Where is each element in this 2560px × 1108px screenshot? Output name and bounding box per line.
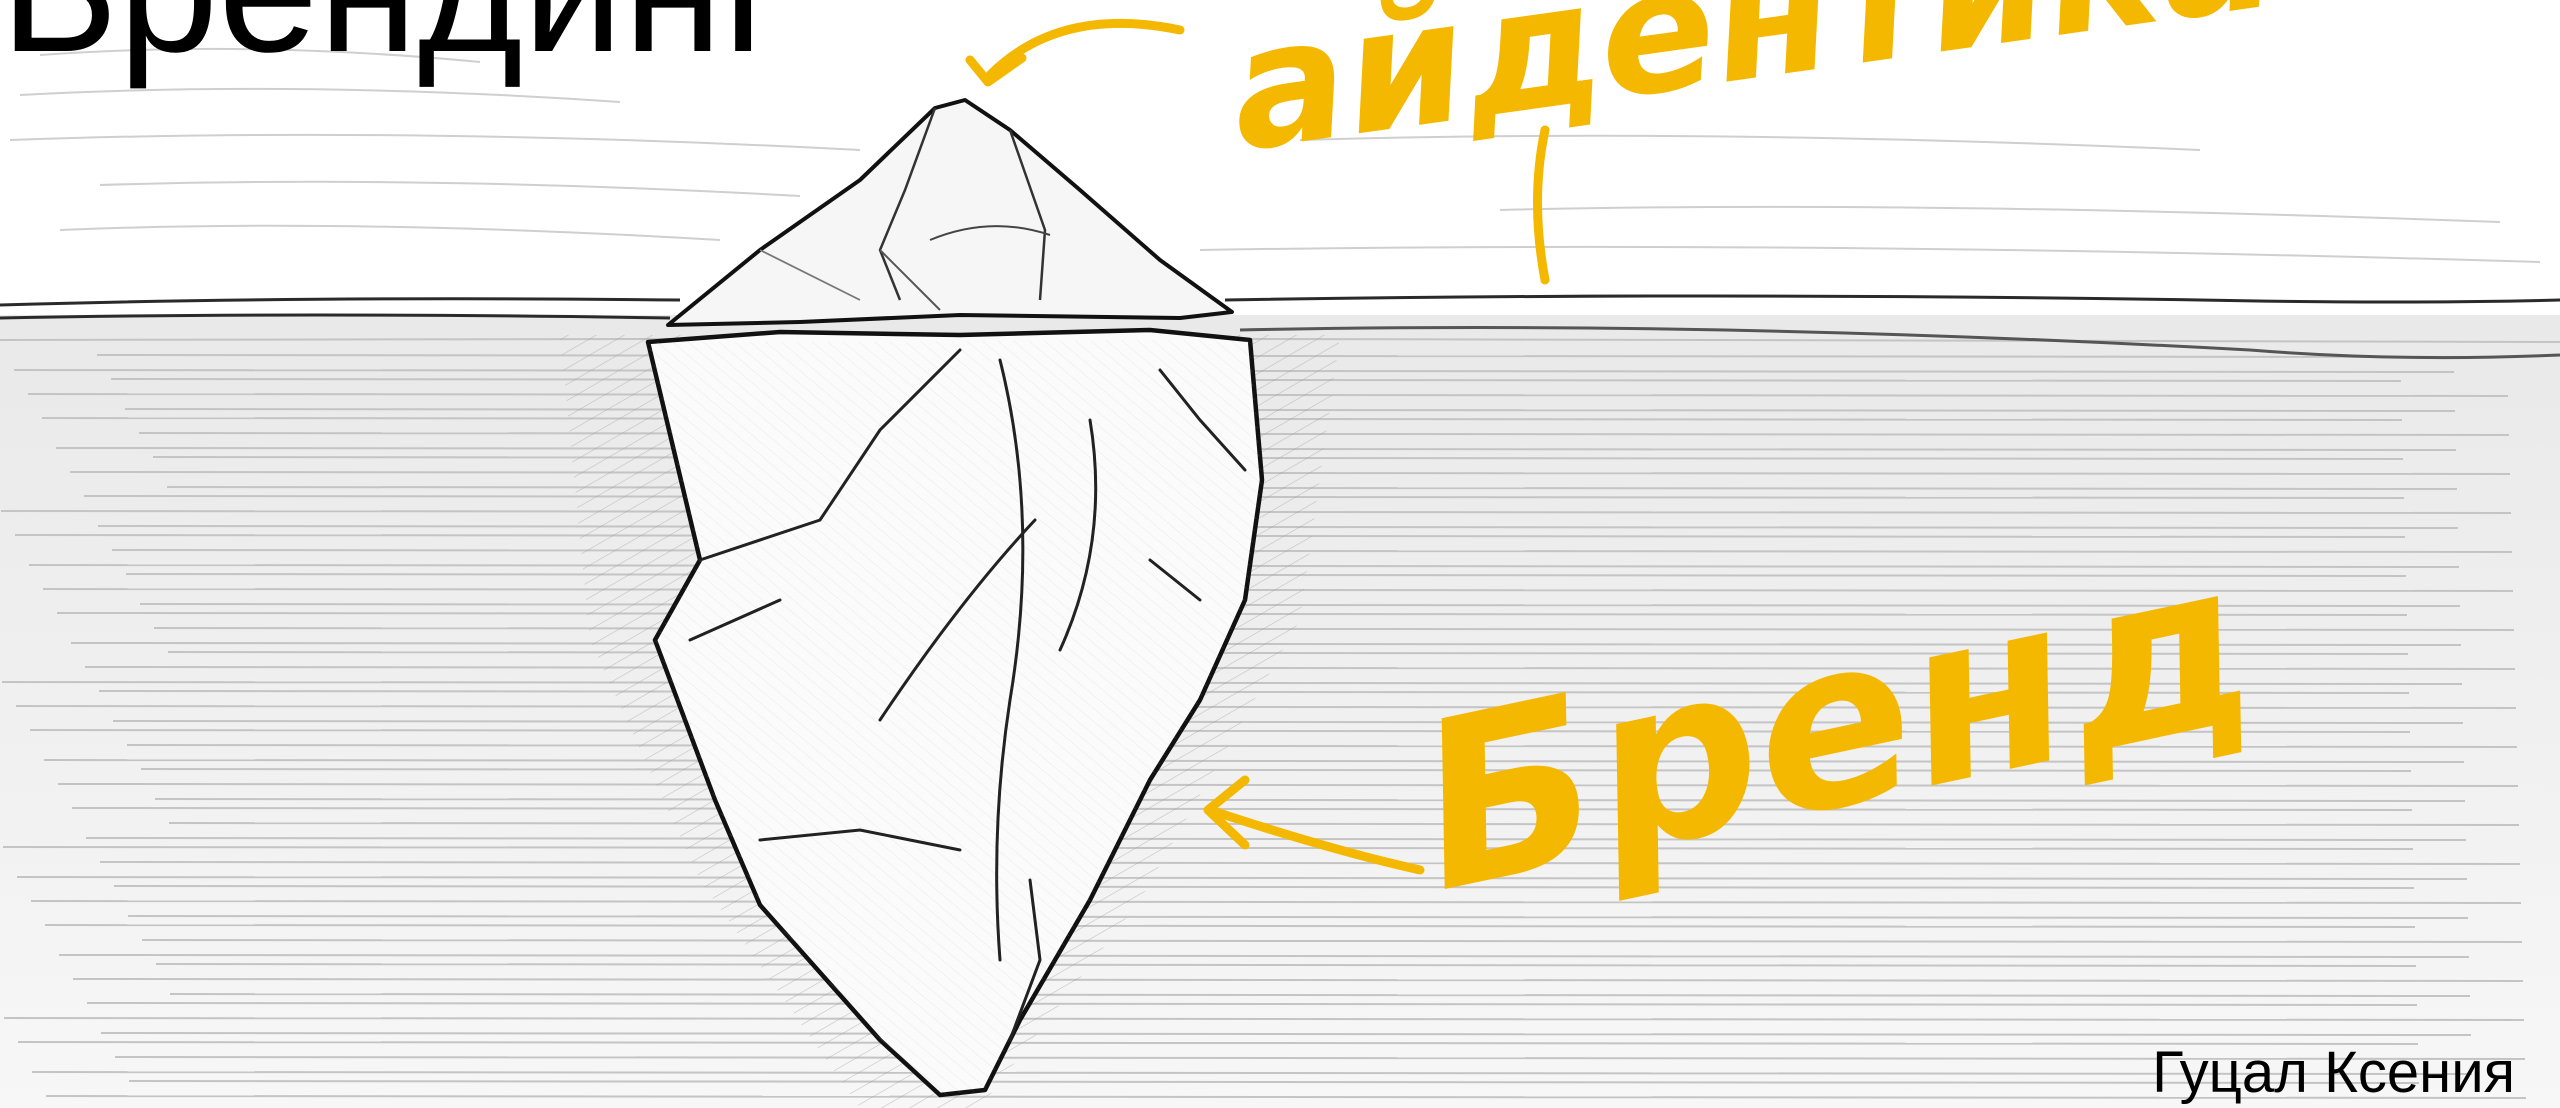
water-stroke [100,1031,2472,1036]
water-stroke [167,651,2409,655]
tip-arrow [985,18,1185,80]
water-stroke [112,720,2464,724]
annotation-arrows [965,18,1550,875]
sky-strokes [9,47,2541,263]
horizon-line [0,294,2560,360]
author-name: Гуцал Ксения [2152,1040,2515,1105]
tip-label: айдентика [1218,0,2287,191]
water-stroke [45,1094,2527,1099]
slide-title: Брендинг [0,0,788,80]
iceberg-tip [666,98,1234,327]
water-stroke [17,1041,2419,1045]
water-stroke [57,783,2519,787]
body-arrow [1205,805,1425,875]
water-stroke [72,978,2524,982]
water-stroke [127,915,2469,919]
tip-underline-stroke [1533,125,1550,285]
water-stroke [155,962,2417,967]
iceberg-body [645,327,1265,1098]
